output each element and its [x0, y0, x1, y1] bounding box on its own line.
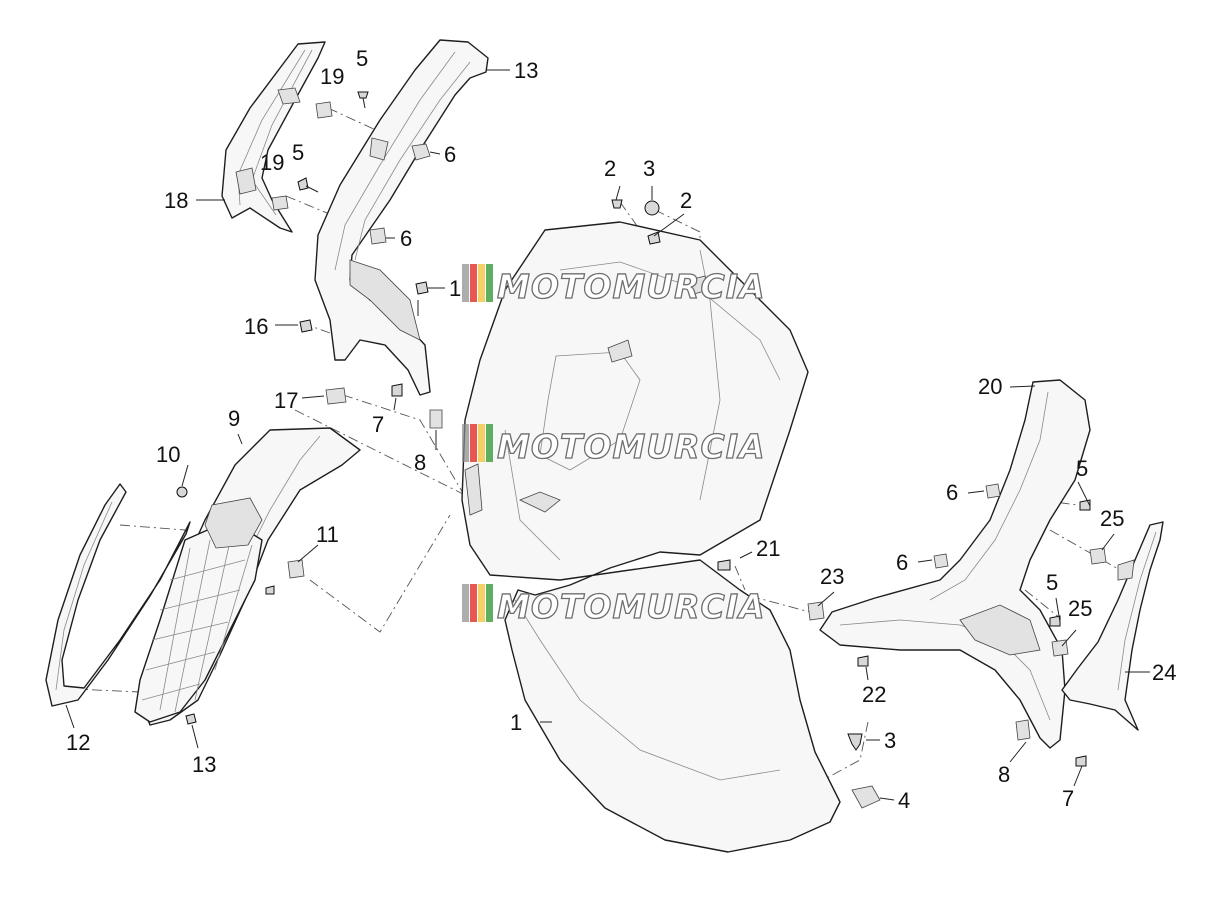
callout-5: 5 [356, 46, 368, 71]
callout-23: 23 [820, 564, 844, 589]
callout-19: 19 [320, 64, 344, 89]
callout-2: 2 [604, 156, 616, 181]
part-14-inner-panel [314, 39, 489, 396]
callout-16: 16 [244, 314, 268, 339]
callout-5: 5 [1046, 570, 1058, 595]
callout-14: 13 [514, 58, 538, 83]
callout-6: 6 [444, 142, 456, 167]
callout-7: 7 [372, 412, 384, 437]
watermark-top: MOTOMURCIA [462, 264, 766, 307]
callout-1: 1 [510, 710, 522, 735]
callout-17: 17 [274, 388, 298, 413]
callout-numbers: 13 5 19 6 5 19 18 6 1 16 17 7 8 9 10 11 … [66, 46, 1176, 813]
callout-9: 9 [228, 406, 240, 431]
part-12-chrome-frame [45, 483, 191, 707]
callout-1: 1 [449, 276, 461, 301]
fasteners [176, 91, 1107, 809]
watermark-text: MOTOMURCIA [497, 427, 766, 466]
callout-18: 18 [164, 188, 188, 213]
watermark-text: MOTOMURCIA [497, 587, 766, 626]
callout-21: 21 [756, 536, 780, 561]
callout-25: 25 [1068, 596, 1092, 621]
callout-2: 2 [680, 188, 692, 213]
watermark-text: MOTOMURCIA [497, 267, 766, 306]
watermark-middle: MOTOMURCIA [462, 424, 766, 467]
callout-8: 8 [998, 762, 1010, 787]
callout-25: 25 [1100, 506, 1124, 531]
callout-12: 12 [66, 730, 90, 755]
callout-10: 10 [156, 442, 180, 467]
leader-lines [65, 69, 1150, 801]
part-18-side-trim [221, 41, 326, 233]
callout-8: 8 [414, 450, 426, 475]
callout-4: 4 [898, 788, 910, 813]
callout-6: 6 [400, 226, 412, 251]
part-9-grille-mesh [134, 497, 263, 723]
callout-11: 11 [316, 522, 339, 547]
callout-3: 3 [643, 156, 655, 181]
callout-22: 22 [862, 682, 886, 707]
callout-20: 20 [978, 374, 1002, 399]
callout-3: 3 [884, 728, 896, 753]
callout-24: 24 [1152, 660, 1176, 685]
part-1-front-shield [461, 221, 841, 853]
watermark-bottom: MOTOMURCIA [462, 584, 766, 627]
callout-5: 5 [292, 140, 304, 165]
callout-6: 6 [946, 480, 958, 505]
callout-13: 13 [192, 752, 216, 777]
callout-19: 19 [260, 150, 284, 175]
callout-5: 5 [1076, 456, 1088, 481]
part-24-side-trim [1061, 521, 1164, 731]
callout-6: 6 [896, 550, 908, 575]
part-20-right-panel [819, 379, 1091, 749]
callout-7: 7 [1062, 786, 1074, 811]
